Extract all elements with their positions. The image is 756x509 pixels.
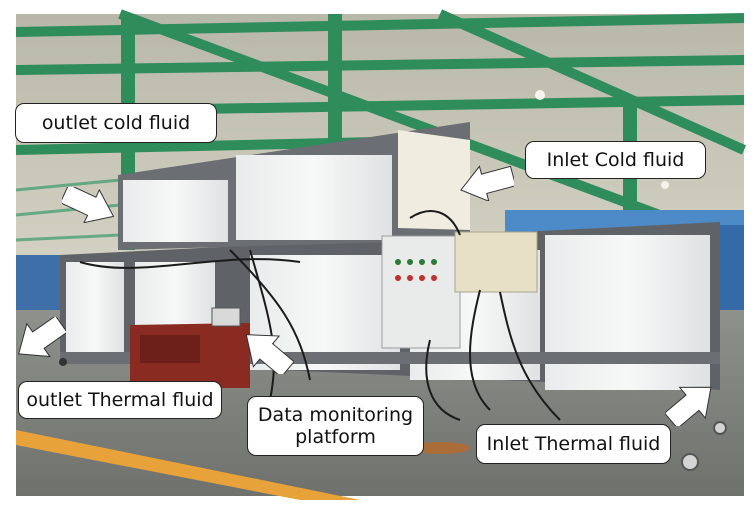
arrow-inlet-thermal-fluid-icon bbox=[665, 386, 712, 426]
upper-cabinet-open-end bbox=[398, 130, 470, 230]
junction-box bbox=[454, 231, 538, 293]
label-data-monitoring-line1: Data monitoring bbox=[257, 404, 414, 426]
label-data-monitoring-line2: platform bbox=[295, 426, 376, 448]
arrow-data-monitoring-icon bbox=[245, 334, 294, 374]
laptop bbox=[211, 307, 241, 327]
label-inlet-cold-fluid: Inlet Cold fluid bbox=[525, 141, 706, 179]
arrow-outlet-cold-fluid-icon bbox=[62, 187, 115, 223]
label-inlet-thermal-fluid: Inlet Thermal fluid bbox=[476, 424, 671, 464]
label-outlet-cold-fluid: outlet cold fluid bbox=[15, 103, 217, 143]
floor-line bbox=[16, 430, 360, 500]
arrow-inlet-cold-fluid-icon bbox=[460, 165, 514, 201]
arrow-outlet-thermal-fluid-icon bbox=[18, 317, 66, 358]
label-outlet-thermal-fluid: outlet Thermal fluid bbox=[18, 381, 222, 419]
cables bbox=[79, 210, 561, 421]
label-data-monitoring-platform: Data monitoring platform bbox=[247, 396, 424, 456]
control-box bbox=[381, 235, 461, 349]
